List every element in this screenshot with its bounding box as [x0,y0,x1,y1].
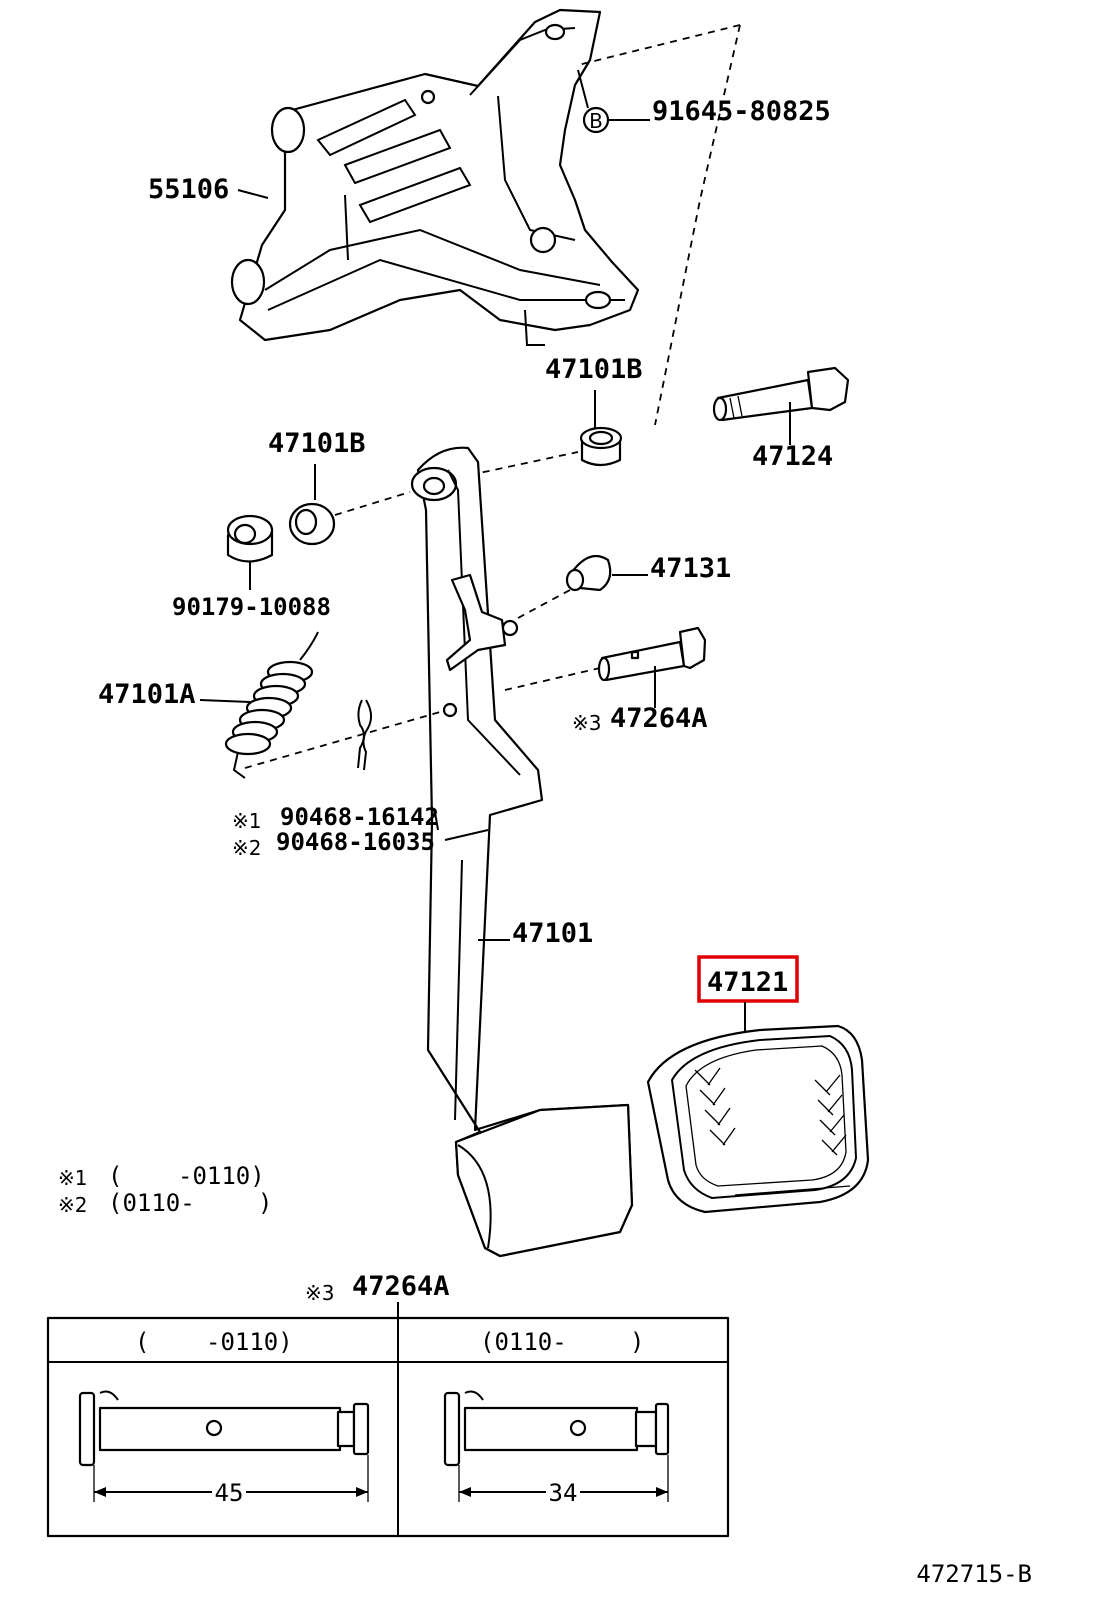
dashed-guide-line [654,24,741,426]
pivot-axis-line [334,491,411,516]
label-47131: 47131 [650,553,731,584]
legend-row1-range: -0110) [178,1162,265,1190]
pin-axis-line [504,667,601,691]
dashed-guide-line [577,24,741,66]
brake-pedal-arm-illustration [410,446,634,1258]
label-90468-16142: 90468-16142 [280,803,439,831]
highlight-box-47121 [697,955,799,1003]
legend-mark-2: ※2 [58,1193,87,1217]
label-47264A: 47264A [610,703,708,734]
pin-variant-long-illustration [78,1390,370,1467]
return-spring-illustration [224,631,319,779]
label-91645-80825: 91645-80825 [652,96,831,127]
cushion-47131-illustration [565,554,612,592]
pedal-bracket-illustration [230,8,640,346]
mark-1: ※1 [232,809,261,833]
clip-90468-illustration [357,699,372,771]
pin-variant-short-illustration [443,1390,670,1467]
detail-col2-header-close: ) [630,1328,644,1356]
legend-row2-range: (0110- [108,1189,195,1217]
label-55106: 55106 [148,174,229,205]
pivot-axis-line [469,451,579,476]
legend-mark-1: ※1 [58,1166,87,1190]
collar-90179-illustration [226,514,274,563]
detail-col2-header-range: (0110- [480,1328,567,1356]
label-47101A: 47101A [98,679,196,710]
detail-col1-header-range: -0110) [206,1328,293,1356]
label-47101B-left: 47101B [268,428,366,459]
pin-47264A-illustration [597,626,707,682]
label-47121: 47121 [707,967,788,998]
diagram-id: 472715-B [916,1560,1032,1588]
cushion-axis-line [517,589,571,619]
mark-3: ※3 [572,711,601,735]
detail-title-47264A: 47264A [352,1271,450,1302]
label-90468-16035: 90468-16035 [276,828,435,856]
dimension-34 [458,1455,669,1504]
dimension-34-label: 34 [549,1479,578,1507]
bolt-b-marker-letter: B [589,109,603,133]
bushing-top-illustration [579,426,623,467]
spring-axis-line [244,711,441,769]
pedal-pad-47121-illustration [646,1024,870,1214]
label-47101B-top: 47101B [545,354,643,385]
bolt-47124-illustration [712,366,850,422]
detail-mark-3: ※3 [305,1281,334,1305]
legend-row2-close: ) [258,1189,272,1217]
dimension-45-label: 45 [215,1479,244,1507]
label-90179-10088: 90179-10088 [172,593,331,621]
legend-row1-open: ( [108,1162,122,1190]
label-47124: 47124 [752,441,833,472]
detail-col1-header-open: ( [135,1328,149,1356]
mark-2: ※2 [232,836,261,860]
dimension-45 [93,1455,369,1504]
bushing-left-illustration [288,502,336,546]
label-47101: 47101 [512,918,593,949]
